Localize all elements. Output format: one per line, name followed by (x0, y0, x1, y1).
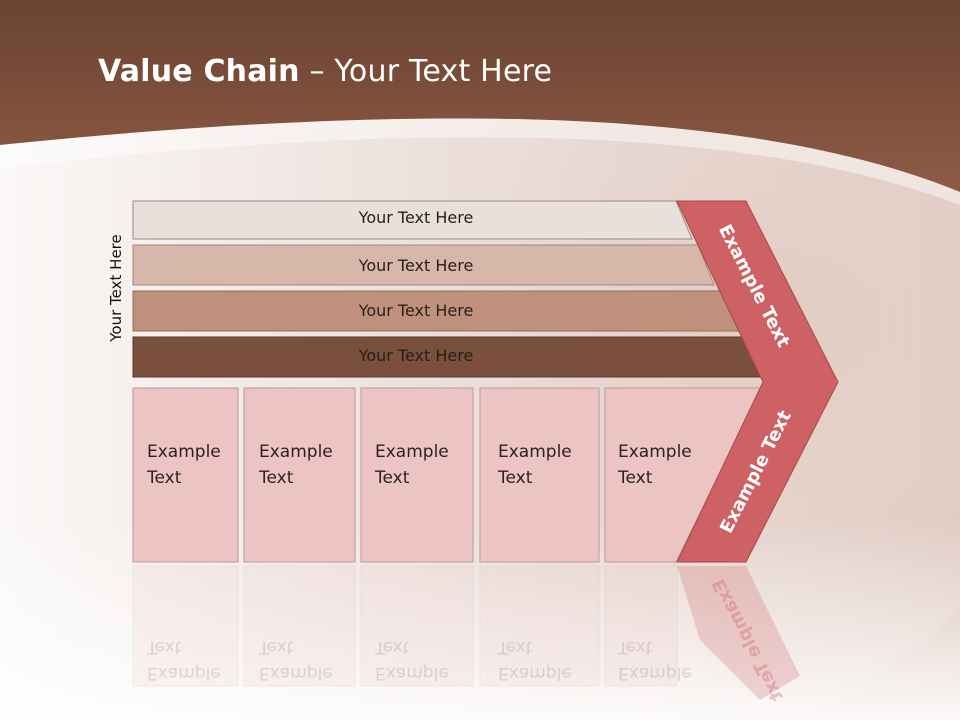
box-text-3: Example Text (375, 439, 449, 491)
box-reflection-1-line1: Example (147, 663, 221, 683)
box-reflection-2-line2: Text (259, 637, 294, 657)
box-reflection-3-line1: Example (375, 663, 449, 683)
box-reflection-3-line2: Text (375, 637, 410, 657)
slide-title: Value Chain – Your Text Here (98, 54, 552, 89)
row-bar-1 (132, 200, 693, 240)
box-text-5-line2: Text (618, 468, 653, 488)
box-text-4-line1: Example (498, 442, 572, 462)
chevron-arrow (676, 200, 839, 563)
box-reflection-4-line1: Example (498, 663, 572, 683)
box-reflection-text-3: Example Text (375, 634, 449, 686)
box-text-4: Example Text (498, 439, 572, 491)
box-text-4-line2: Text (498, 468, 533, 488)
box-reflection-text-5: Example Text (618, 634, 692, 686)
activity-box-4 (479, 387, 600, 563)
box-text-1: Example Text (147, 439, 221, 491)
chevron-reflection (677, 566, 800, 700)
box-text-5: Example Text (618, 439, 692, 491)
box-text-3-line2: Text (375, 468, 410, 488)
title-bold: Value Chain (98, 54, 300, 89)
box-text-1-line2: Text (147, 468, 182, 488)
row-label-1: Your Text Here (358, 208, 474, 227)
box-reflection-2-line1: Example (259, 663, 333, 683)
box-reflection-text-4: Example Text (498, 634, 572, 686)
row-label-4: Your Text Here (358, 346, 474, 365)
box-text-2-line2: Text (259, 468, 294, 488)
title-rest: – Your Text Here (299, 54, 553, 89)
box-reflection-4-line2: Text (498, 637, 533, 657)
box-text-2: Example Text (259, 439, 333, 491)
boxes-reflection (132, 565, 678, 687)
box-reflection-text-1: Example Text (147, 634, 221, 686)
box-reflection-text-2: Example Text (259, 634, 333, 686)
box-text-5-line1: Example (618, 442, 692, 462)
box-reflection-5-line2: Text (618, 637, 653, 657)
row-label-3: Your Text Here (358, 301, 474, 320)
box-text-3-line1: Example (375, 442, 449, 462)
activity-box-2 (243, 387, 356, 563)
box-reflection-1-line2: Text (147, 637, 182, 657)
box-text-2-line1: Example (259, 442, 333, 462)
activity-box-1 (132, 387, 239, 563)
box-reflection-5-line1: Example (618, 663, 692, 683)
activity-box-5 (604, 387, 763, 563)
row-bar-2 (132, 244, 715, 286)
activity-box-3 (360, 387, 474, 563)
row-label-2: Your Text Here (358, 256, 474, 275)
box-text-1-line1: Example (147, 442, 221, 462)
